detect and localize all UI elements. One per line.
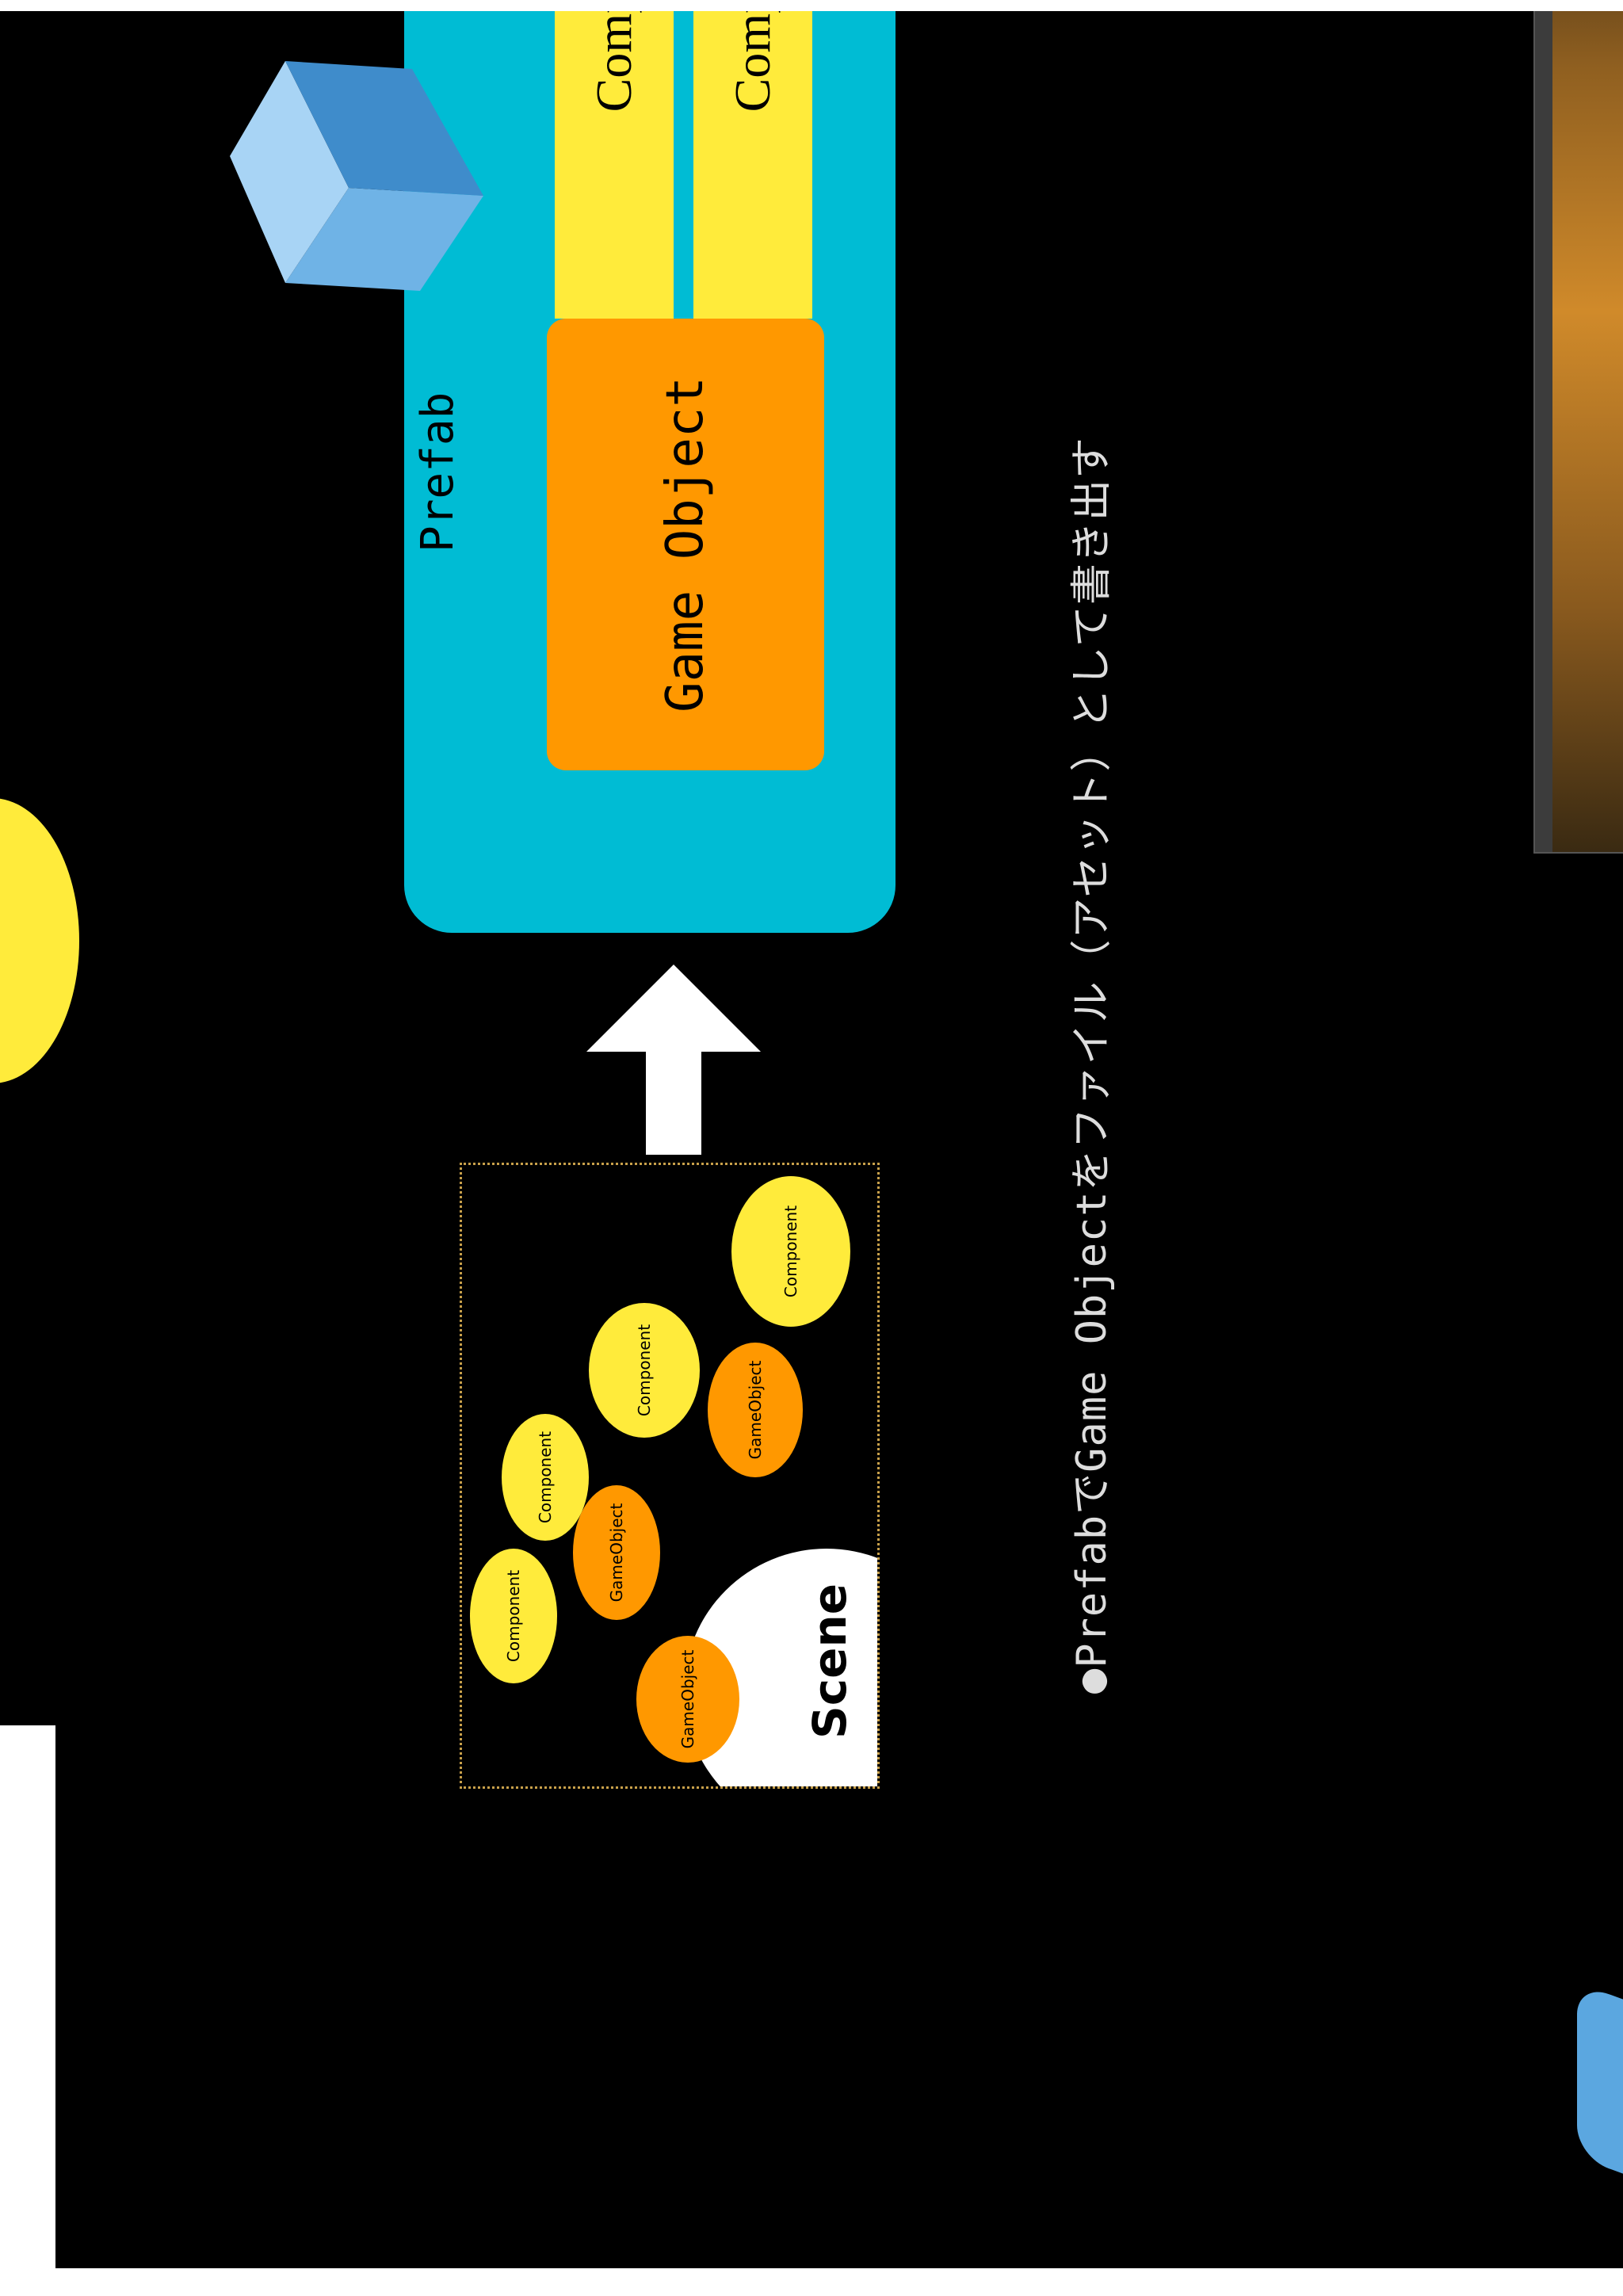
- component-box-2: Component: [693, 0, 812, 319]
- game-object-box: Game Object: [547, 319, 824, 770]
- scene-bubble-component-3: Component: [589, 1303, 700, 1438]
- thumbnail-toolbar: [1535, 0, 1552, 852]
- cropped-yellow-shape: [0, 798, 79, 1083]
- prefab-cube-icon: [230, 61, 483, 291]
- unity-editor-thumbnail: [1533, 0, 1623, 854]
- scene-label: Scene: [803, 1583, 857, 1739]
- up-arrow-icon: [586, 965, 761, 1155]
- scene-bubble-gameobject-2: GameObject: [573, 1485, 660, 1620]
- scene-bubble-component-4: Component: [731, 1176, 850, 1327]
- bottom-margin: [0, 2268, 1623, 2296]
- scene-bubble-gameobject-1: GameObject: [636, 1636, 739, 1763]
- top-margin: [0, 0, 1623, 11]
- scene-bubble-component-2: Component: [502, 1414, 589, 1541]
- caption-text: ●PrefabでGame Objectをファイル（アセット）として書き出す: [1068, 437, 1116, 1694]
- scene-thumbnail: Scene GameObject Component GameObject Co…: [460, 1163, 880, 1789]
- prefab-label: Prefab: [412, 392, 464, 552]
- cropped-white-shape: [0, 1725, 55, 2296]
- component-box-1: Component: [555, 0, 674, 319]
- scene-bubble-component-1: Component: [470, 1549, 557, 1683]
- scene-bubble-gameobject-3: GameObject: [708, 1343, 803, 1477]
- cropped-blue-shape: [1577, 1982, 1623, 2198]
